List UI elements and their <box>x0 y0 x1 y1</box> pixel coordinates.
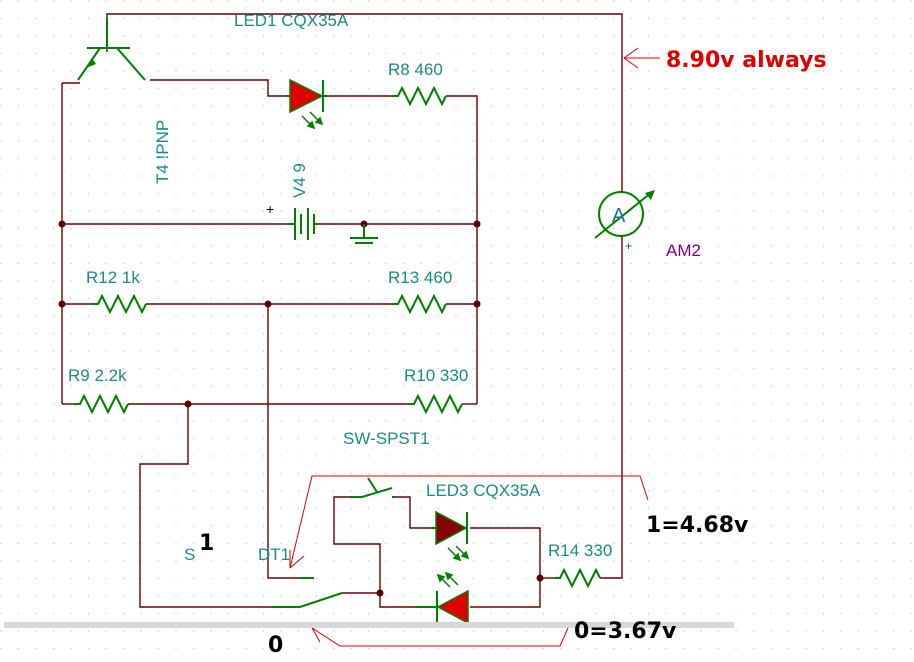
label-plus-meter: + <box>625 239 632 253</box>
led1[interactable] <box>285 78 328 130</box>
label-transistor: T4 !PNP <box>153 120 172 184</box>
label-r10: R10 330 <box>404 366 468 385</box>
label-switch: SW-SPST1 <box>343 429 430 448</box>
led-lower[interactable] <box>415 571 469 625</box>
transistor-t4[interactable] <box>77 18 146 81</box>
label-r13: R13 460 <box>388 268 452 287</box>
annotation-state1-marker: 1 <box>199 531 214 556</box>
resistor-r9[interactable] <box>74 393 129 415</box>
resistor-r12[interactable] <box>92 293 147 315</box>
resistor-r8[interactable] <box>392 85 447 107</box>
label-switch2-right: DT1 <box>258 545 290 564</box>
resistor-r10[interactable] <box>408 393 463 415</box>
label-led1: LED1 CQX35A <box>234 11 349 30</box>
label-r14: R14 330 <box>548 541 612 560</box>
switch-sw-spst1[interactable] <box>350 477 395 498</box>
junction-dots <box>58 220 544 597</box>
led1-light-arrows-icon <box>301 111 324 130</box>
label-battery: V4 9 <box>290 163 309 198</box>
annotation-lines <box>289 47 660 647</box>
annotation-state1: 1=4.68v <box>646 513 749 538</box>
switch-spdt1[interactable] <box>272 577 343 608</box>
label-led3: LED3 CQX35A <box>426 481 541 500</box>
label-plus-battery: + <box>266 201 274 217</box>
led-lower-light-arrows-icon <box>436 571 459 588</box>
ground-icon <box>350 224 378 244</box>
ammeter-am2[interactable] <box>594 175 655 240</box>
annotation-always: 8.90v always <box>666 48 827 73</box>
resistor-r14[interactable] <box>555 567 601 589</box>
annotation-state0: 0=3.67v <box>574 619 677 644</box>
battery-v4[interactable] <box>288 208 318 240</box>
led3-light-arrows-icon <box>447 545 470 562</box>
label-switch2-left: S <box>184 545 195 564</box>
resistor-r13[interactable] <box>392 293 447 315</box>
ammeter-symbol: A <box>612 205 626 227</box>
annotation-state0-marker: 0 <box>268 633 283 658</box>
label-r8: R8 460 <box>388 60 443 79</box>
led3[interactable] <box>430 510 470 562</box>
label-ammeter: AM2 <box>666 241 701 260</box>
label-r12: R12 1k <box>86 268 140 287</box>
label-r9: R9 2.2k <box>68 366 127 385</box>
canvas-bottom-strip <box>4 622 734 628</box>
